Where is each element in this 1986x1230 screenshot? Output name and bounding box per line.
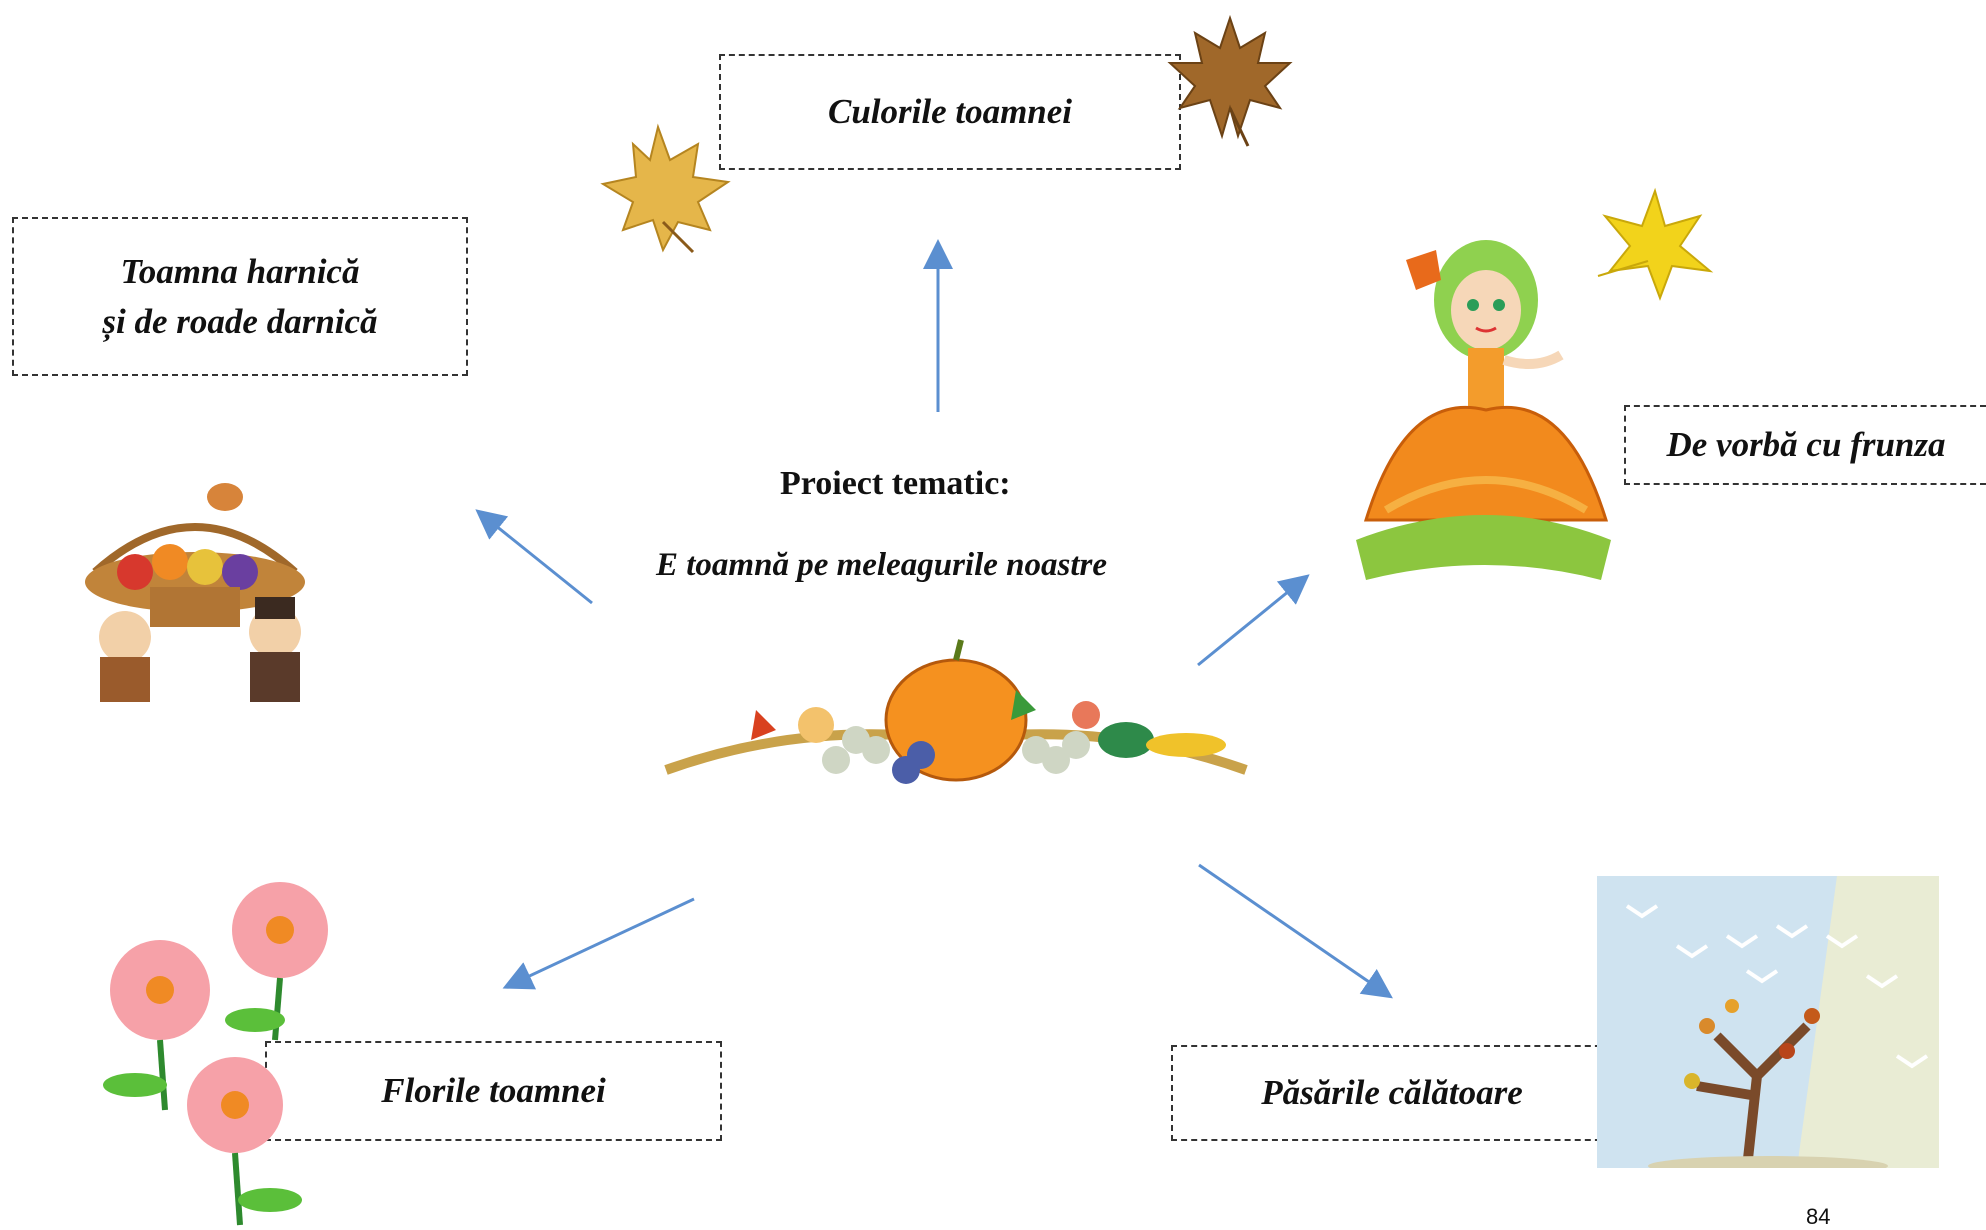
harvest-garland-icon [664,639,1248,784]
harvest-basket-icon [85,483,305,702]
birds-tree-icon [1597,876,1939,1168]
page-number: 84 [1806,1204,1831,1229]
center-subtitle: E toamnă pe meleagurile noastre [656,547,1108,583]
box-florile-toamnei: Florile toamnei [265,1041,722,1141]
box-de-vorba-cu-frunza: De vorbă cu frunza [1624,405,1986,485]
box-pasarile-calatoare: Păsările călătoare [1171,1045,1611,1141]
box-culorile-toamnei: Culorile toamnei [719,54,1181,170]
box-top-left-line1: Toamna harnică [120,251,360,291]
box-right-label: De vorbă cu frunza [1666,425,1946,464]
arrow-up-right [1197,574,1310,667]
box-toamna-harnica: Toamna harnică și de roade darnică [12,217,468,376]
center-title: Proiect tematic: [780,465,1011,502]
autumn-fairy-icon [1356,240,1611,580]
maple-leaf-icon [1167,14,1293,147]
box-top-left-line2: și de roade darnică [102,301,378,341]
arrow-down-left [502,897,695,990]
yellow-leaf-icon [600,123,731,254]
box-bottom-right-label: Păsările călătoare [1261,1073,1523,1112]
arrow-up-left [475,509,593,605]
flowers-icon [103,882,328,1226]
box-top-label: Culorile toamnei [827,92,1073,131]
yellow-leaf-icon [1597,187,1714,301]
arrow-down-right [1198,863,1393,999]
box-bottom-left-label: Florile toamnei [381,1071,606,1110]
